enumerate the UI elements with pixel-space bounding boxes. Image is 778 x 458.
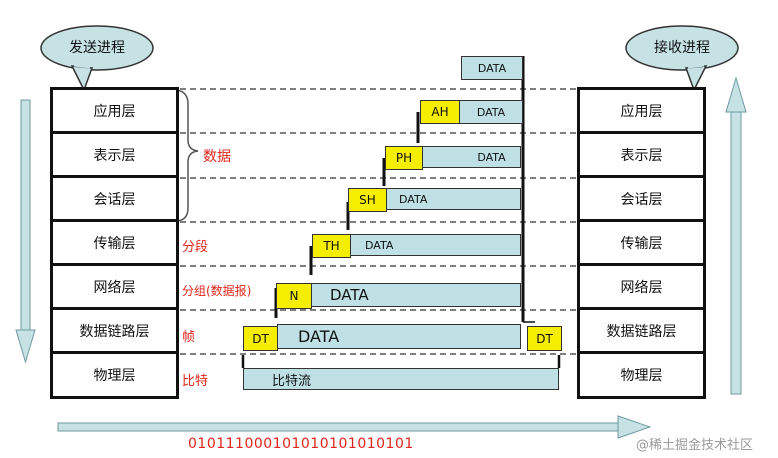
sender-layer-transport: 传输层 bbox=[53, 222, 176, 266]
annotation-bit: 比特 bbox=[182, 374, 209, 389]
receiver-layer-transport: 传输层 bbox=[580, 222, 703, 266]
pdu-data-presentation: DATA bbox=[422, 146, 521, 168]
down-arrow bbox=[15, 99, 36, 364]
sender-layer-physical: 物理层 bbox=[93, 367, 136, 384]
sender-layer-application: 应用层 bbox=[53, 90, 176, 134]
pdu-data-network: DATA bbox=[311, 283, 521, 307]
physical-connectors bbox=[241, 355, 561, 368]
receiver-layer-presentation: 表示层 bbox=[580, 134, 703, 178]
pdu-data-datalink: DATA bbox=[277, 324, 521, 349]
pdu-header-sh: SH bbox=[348, 188, 387, 212]
sender-layer-network: 网络层 bbox=[53, 266, 176, 310]
sender-bubble bbox=[40, 25, 154, 92]
receiver-title: 接收进程 bbox=[654, 40, 710, 56]
sender-layer-presentation: 表示层 bbox=[53, 134, 176, 178]
pdu-header-dt: DT bbox=[243, 326, 278, 351]
bit-sequence: 010111000101010101010101 bbox=[188, 436, 414, 452]
sender-layer-session: 会话层 bbox=[53, 178, 176, 222]
receiver-layer-datalink: 数据链路层 bbox=[580, 310, 703, 354]
receiver-stack: 应用层 表示层 会话层 传输层 网络层 数据链路层 物理层 bbox=[577, 87, 706, 399]
upper-layers-brace bbox=[176, 89, 199, 222]
bit-flow-arrow bbox=[57, 415, 652, 439]
sender-title: 发送进程 bbox=[69, 40, 125, 56]
pdu-bitstream: 比特流 bbox=[243, 368, 559, 390]
up-arrow bbox=[725, 76, 747, 395]
sender-stack: 应用层 表示层 会话层 传输层 网络层 数据链路层 物理层 bbox=[50, 87, 179, 399]
sender-layer-datalink: 数据链路层 bbox=[53, 310, 176, 354]
annotation-data: 数据 bbox=[203, 149, 231, 165]
receiver-layer-application: 应用层 bbox=[580, 90, 703, 134]
pdu-header-th: TH bbox=[312, 234, 351, 258]
pdu-data-top: DATA bbox=[461, 56, 523, 80]
pdu-data-session: DATA bbox=[386, 188, 521, 210]
pdu-data-transport: DATA bbox=[350, 234, 521, 256]
receiver-layer-session: 会话层 bbox=[580, 178, 703, 222]
pdu-data-application: DATA bbox=[459, 100, 523, 124]
annotation-segment: 分段 bbox=[182, 240, 209, 255]
watermark: @稀土掘金技术社区 bbox=[636, 438, 754, 453]
pdu-header-ah: AH bbox=[420, 100, 460, 124]
pdu-header-n: N bbox=[276, 283, 312, 309]
annotation-packet: 分组(数据报) bbox=[182, 284, 252, 298]
receiver-bubble bbox=[625, 25, 739, 92]
pdu-header-ph: PH bbox=[385, 146, 423, 170]
annotation-frame: 帧 bbox=[182, 330, 196, 345]
layer-dashed-lines bbox=[180, 88, 578, 355]
receiver-layer-physical: 物理层 bbox=[620, 367, 663, 384]
receiver-layer-network: 网络层 bbox=[580, 266, 703, 310]
pdu-trailer-dt: DT bbox=[527, 326, 562, 351]
